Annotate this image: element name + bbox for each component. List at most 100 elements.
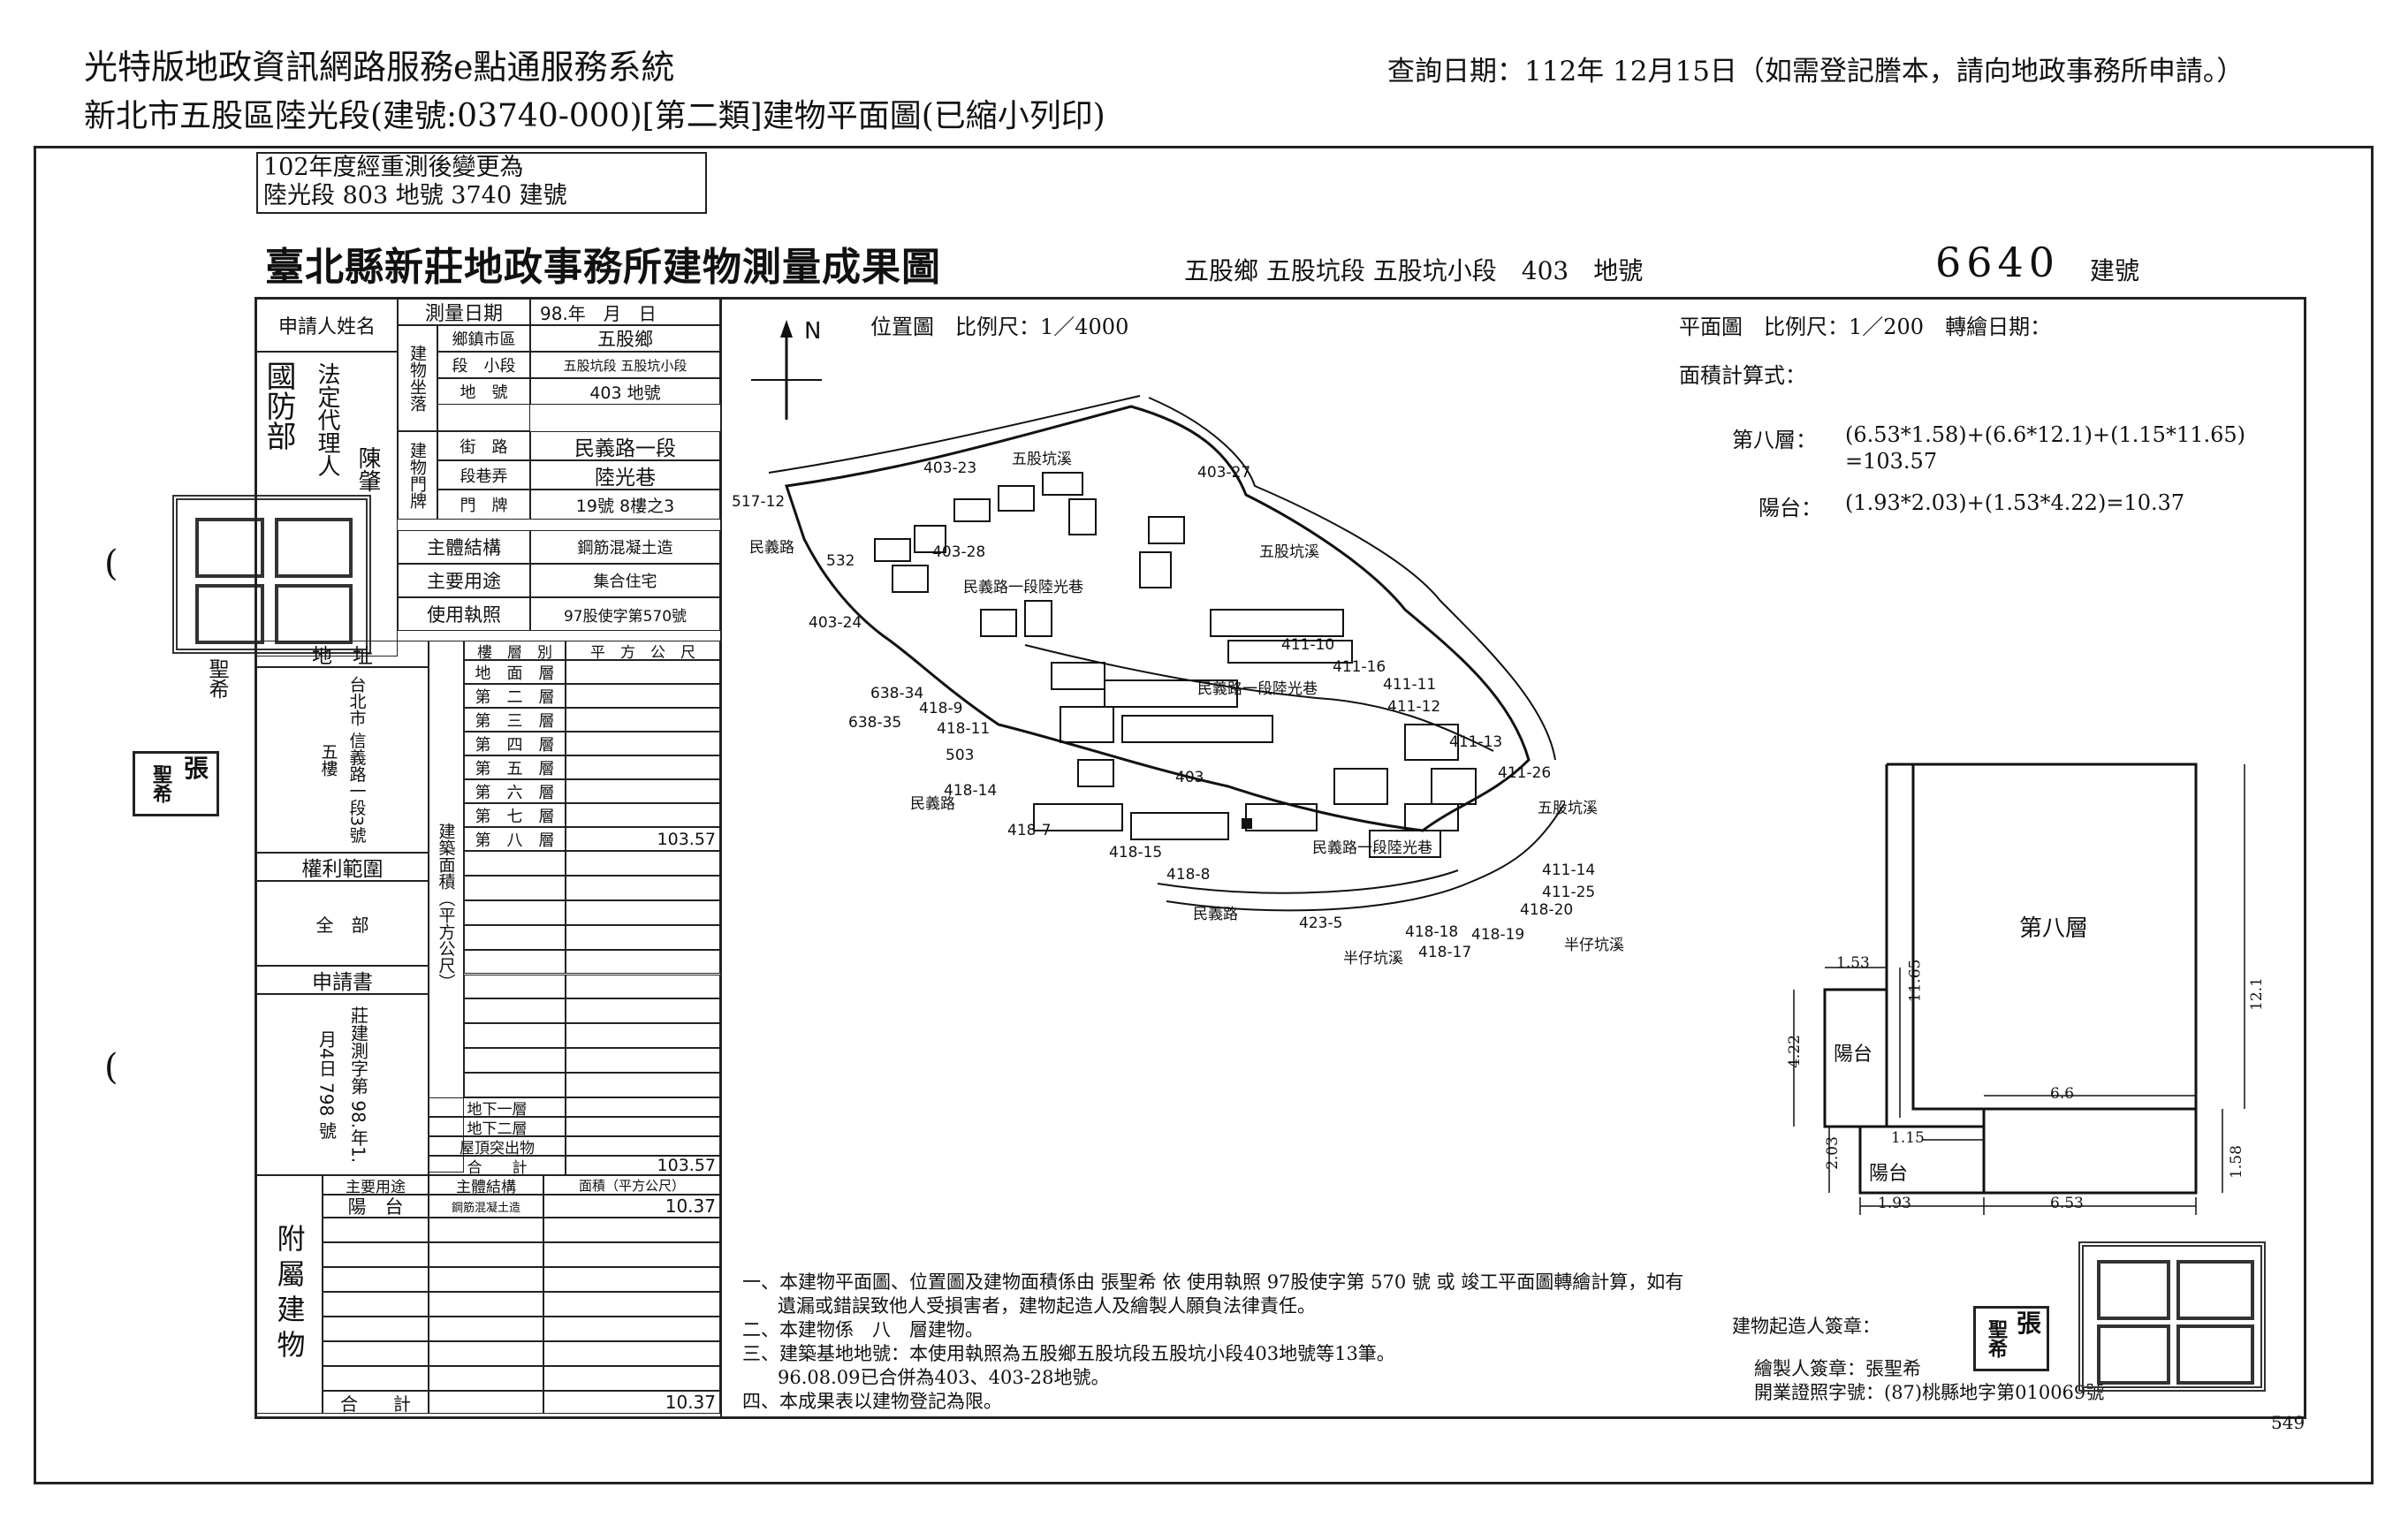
blank-area-cell [566,1023,720,1049]
document-subtitle: 新北市五股區陸光段(建號:03740-000)[第二類]建物平面圖(已縮小列印) [84,98,1105,134]
map-label: 民義路一段陸光巷 [1197,680,1318,698]
map-label: 418-19 [1471,926,1525,944]
north-label: N [804,318,822,345]
personal-seal-right: 聖希 張 [1973,1306,2049,1371]
calc-8f-result: =103.57 [1845,449,1938,474]
blank-floor-cell [464,1073,566,1097]
street: 民義路一段 [530,431,720,460]
blank-area-cell [566,899,720,925]
dimension-label: 1.58 [2227,1145,2245,1179]
map-label: 411-12 [1387,698,1441,716]
calc-8f: (6.53*1.58)+(6.6*12.1)+(1.15*11.65) [1845,422,2246,447]
note-1: 一、本建物平面圖、位置圖及建物面積係由 張聖希 依 使用執照 97股使字第 57… [742,1271,1684,1293]
dimension-label: 1.93 [1878,1195,1911,1212]
floor-name: 第 三 層 [464,708,566,732]
balcony-label-1: 陽台 [1834,1044,1873,1066]
floor-area [566,732,720,755]
survey-date: 98.年 月 日 [530,299,720,325]
map-label: 民義路一段陸光巷 [963,579,1083,596]
blank-floor-cell [464,875,566,900]
annex-blank-cell [429,1341,543,1366]
address-label: 地 址 [256,641,429,667]
blank-floor-cell [464,949,566,975]
annex-blank-cell [429,1267,543,1292]
form-divider [720,299,722,1416]
map-label: 418-8 [1166,866,1211,884]
survey-result-form [254,297,2306,1419]
applicant-label: 申請人姓名 [256,299,398,352]
floor-col-header: 樓 層 別 [464,641,566,660]
applicant-name: 國防部 [261,361,296,451]
floor-name: 第 五 層 [464,755,566,779]
blank-area-cell [566,1073,720,1097]
blank-floor-cell [464,1023,566,1049]
annex-use-col: 主要用途 [323,1175,429,1195]
basement2-area [566,1117,720,1136]
street-label: 街 路 [437,431,530,460]
rezone-line2: 陸光段 803 地號 3740 建號 [263,182,567,209]
basement1-area [566,1097,720,1117]
survey-date-label: 測量日期 [398,299,530,325]
annex-total: 10.37 [543,1391,720,1414]
total-label: 合 計 [429,1156,566,1175]
floor-plan-title: 平面圖 比例尺：1／200 轉繪日期： [1679,315,2052,339]
drafter-sign: 繪製人簽章：張聖希 [1754,1358,1921,1379]
legal-rep-name: 陳肇 [354,446,381,492]
doc-location: 五股鄉 五股坑段 五股坑小段 403 地號 [1184,256,1644,285]
map-label: 403 [1175,769,1204,786]
annex-blank-cell [323,1218,429,1242]
annex-label: 附屬建物 [256,1175,323,1414]
floor-name: 第 六 層 [464,779,566,803]
annex-blank-cell [323,1292,429,1317]
floor-area [566,803,720,827]
annex-blank-cell [543,1267,720,1292]
map-label: 423-5 [1299,915,1343,932]
blank-floor-cell [464,1048,566,1074]
dimension-label: 12.1 [2247,977,2266,1011]
annex-struct-col: 主體結構 [429,1175,543,1195]
rezone-line1: 102年度經重測後變更為 [263,154,524,181]
note-3b: 96.08.09已合併為403、403-28地號。 [778,1367,1110,1388]
blank-area-cell [566,924,720,950]
balcony-label-2: 陽台 [1869,1163,1909,1185]
annex-blank-cell [429,1218,543,1242]
note-3: 三、建築基地地號：本使用執照為五股鄉五股坑段五股坑小段403地號等13筆。 [742,1343,1395,1364]
roof-label: 屋頂突出物 [429,1136,566,1156]
north-arrow-icon [751,318,822,424]
permit: 97股使字第570號 [530,597,720,631]
use: 集合住宅 [530,564,720,597]
map-label: 411-10 [1281,636,1335,654]
door-number: 19號 8樓之3 [530,490,720,520]
lot: 403 地號 [530,378,720,405]
floor-area [566,779,720,803]
map-label: 403-24 [809,614,862,632]
builder-sign: 建物起造人簽章： [1732,1316,1880,1337]
floor-area: 103.57 [566,827,720,851]
annex-area: 10.37 [543,1195,720,1218]
application-number: 莊建測字第 98.年1.月4日 798 號 [315,1006,369,1164]
margin-paren-1: ( [104,543,118,584]
annex-blank-cell [323,1317,429,1341]
door-group-label: 建物門牌 [398,431,437,520]
address: 台北市 信義路一段3號五樓 [318,676,367,844]
map-label: 532 [826,552,855,570]
floor-plan-drawing [1776,755,2271,1233]
dimension-label: 6.6 [2050,1085,2075,1103]
annex-blank-cell [429,1317,543,1341]
town: 五股鄉 [530,325,720,352]
building-number-label: 建號 [2090,256,2140,285]
blank-area-cell [566,974,720,999]
map-label: 半仔坑溪 [1343,950,1403,968]
map-label: 五股坑溪 [1012,451,1072,468]
rezone-note: 102年度經重測後變更為 陸光段 803 地號 3740 建號 [256,152,707,214]
blank-floor-cell [464,899,566,925]
system-title: 光特版地政資訊網路服務e點通服務系統 [84,48,675,87]
calc-balcony-label: 陽台： [1759,496,1822,520]
official-seal-right [2078,1241,2266,1392]
floor-name: 第 八 層 [464,827,566,851]
dimension-label: 1.15 [1891,1129,1925,1147]
floor-name: 第 七 層 [464,803,566,827]
dimension-label: 1.53 [1836,954,1870,972]
annex-blank-cell [429,1242,543,1267]
map-label: 517-12 [732,493,786,511]
